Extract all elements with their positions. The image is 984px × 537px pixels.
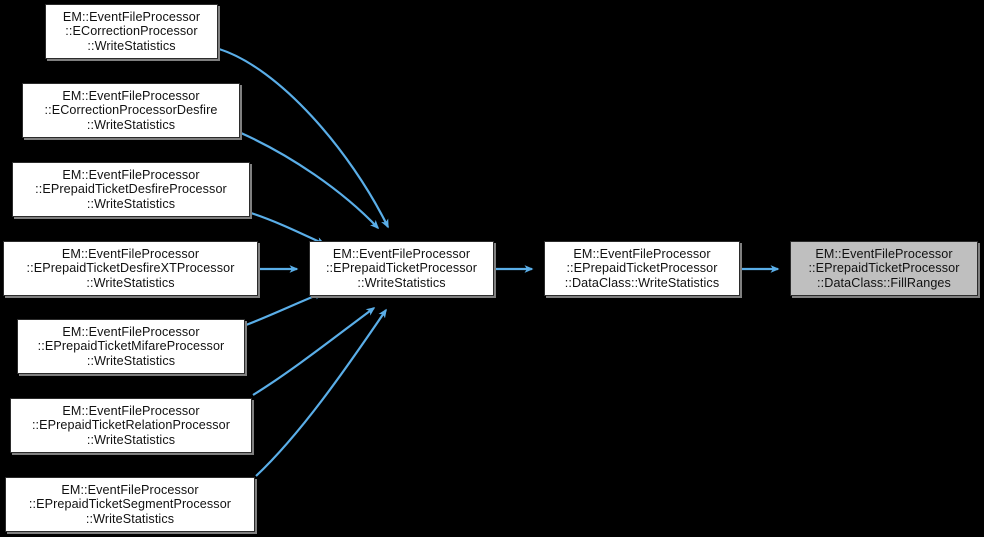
node-label-line: ::WriteStatistics: [86, 275, 175, 290]
node-label-line: ::EPrepaidTicketDesfireXTProcessor: [26, 261, 235, 276]
node-label-line: EM::EventFileProcessor: [62, 324, 200, 339]
node-label-line: EM::EventFileProcessor: [61, 246, 200, 261]
node-label-line: ::EPrepaidTicketProcessor: [808, 261, 960, 276]
node-label-line: ::ECorrectionProcessorDesfire: [44, 103, 218, 118]
call-edge: [252, 307, 376, 396]
node-label-line: ::WriteStatistics: [86, 432, 176, 447]
node-label-line: ::EPrepaidTicketDesfireProcessor: [35, 182, 227, 197]
graph-node-dataclass_write[interactable]: EM::EventFileProcessor::EPrepaidTicketPr…: [544, 241, 740, 296]
call-edge: [255, 308, 387, 477]
graph-node-dataclass_fillranges[interactable]: EM::EventFileProcessor::EPrepaidTicketPr…: [790, 241, 978, 296]
node-label-line: EM::EventFileProcessor: [62, 88, 200, 103]
graph-node-prepaid_desfire[interactable]: EM::EventFileProcessor::EPrepaidTicketDe…: [12, 162, 250, 217]
graph-node-prepaid_segment[interactable]: EM::EventFileProcessor::EPrepaidTicketSe…: [5, 477, 255, 532]
graph-node-prepaid_desfire_xt[interactable]: EM::EventFileProcessor::EPrepaidTicketDe…: [3, 241, 258, 296]
node-label-line: EM::EventFileProcessor: [61, 482, 199, 497]
node-label-line: EM::EventFileProcessor: [62, 167, 200, 182]
node-label-line: ::EPrepaidTicketMifareProcessor: [37, 339, 225, 354]
node-label-line: EM::EventFileProcessor: [62, 403, 200, 418]
graph-node-correction[interactable]: EM::EventFileProcessor::ECorrectionProce…: [45, 4, 218, 59]
node-label-line: ::EPrepaidTicketSegmentProcessor: [28, 497, 232, 512]
node-label-line: EM::EventFileProcessor: [332, 246, 471, 261]
call-edge: [218, 47, 389, 229]
node-label-line: ::ECorrectionProcessor: [65, 24, 198, 39]
node-label-line: ::WriteStatistics: [86, 117, 176, 132]
graph-node-prepaid_relation[interactable]: EM::EventFileProcessor::EPrepaidTicketRe…: [10, 398, 252, 453]
graph-node-correction_desfire[interactable]: EM::EventFileProcessor::ECorrectionProce…: [22, 83, 240, 138]
node-label-line: ::WriteStatistics: [86, 353, 176, 368]
node-label-line: ::WriteStatistics: [86, 196, 176, 211]
node-label-line: ::EPrepaidTicketProcessor: [566, 261, 718, 276]
call-edges: [218, 47, 780, 477]
graph-node-prepaid_mifare[interactable]: EM::EventFileProcessor::EPrepaidTicketMi…: [17, 319, 245, 374]
node-label-line: ::WriteStatistics: [87, 38, 176, 53]
call-edge: [250, 211, 326, 245]
graph-node-prepaid_processor[interactable]: EM::EventFileProcessor::EPrepaidTicketPr…: [309, 241, 494, 296]
node-label-line: EM::EventFileProcessor: [573, 246, 711, 261]
node-label-line: ::DataClass::FillRanges: [817, 275, 951, 290]
node-label-line: ::WriteStatistics: [357, 275, 446, 290]
call-edge: [240, 131, 380, 230]
node-label-line: ::EPrepaidTicketRelationProcessor: [31, 418, 231, 433]
node-label-line: EM::EventFileProcessor: [62, 9, 201, 24]
node-label-line: ::DataClass::WriteStatistics: [564, 275, 720, 290]
call-edge: [245, 291, 324, 327]
node-label-line: EM::EventFileProcessor: [815, 246, 953, 261]
node-label-line: ::EPrepaidTicketProcessor: [325, 261, 478, 276]
node-label-line: ::WriteStatistics: [85, 511, 175, 526]
